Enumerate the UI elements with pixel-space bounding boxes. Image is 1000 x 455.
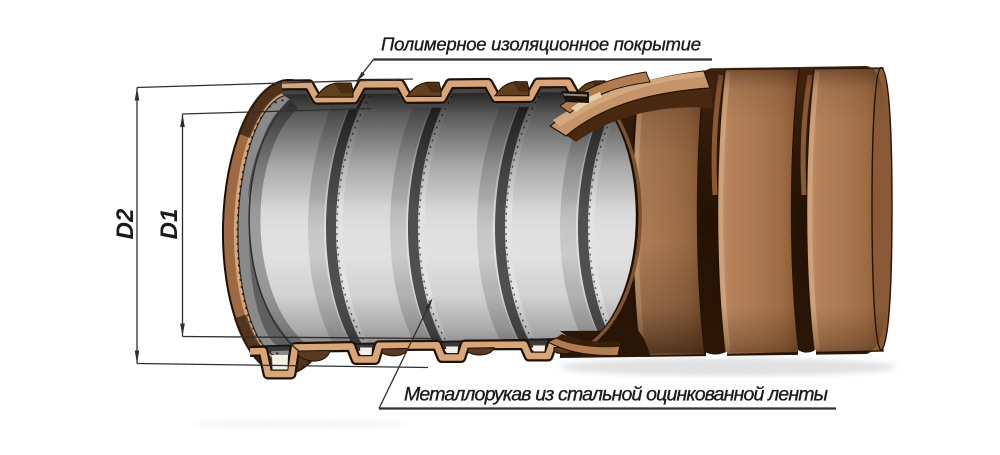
svg-text:D2: D2 (112, 208, 139, 239)
svg-text:Металлорукав из стальной оцинк: Металлорукав из стальной оцинкованной ле… (404, 384, 828, 406)
svg-text:D1: D1 (156, 209, 183, 240)
svg-text:Полимерное изоляционное покрыт: Полимерное изоляционное покрытие (381, 34, 701, 55)
